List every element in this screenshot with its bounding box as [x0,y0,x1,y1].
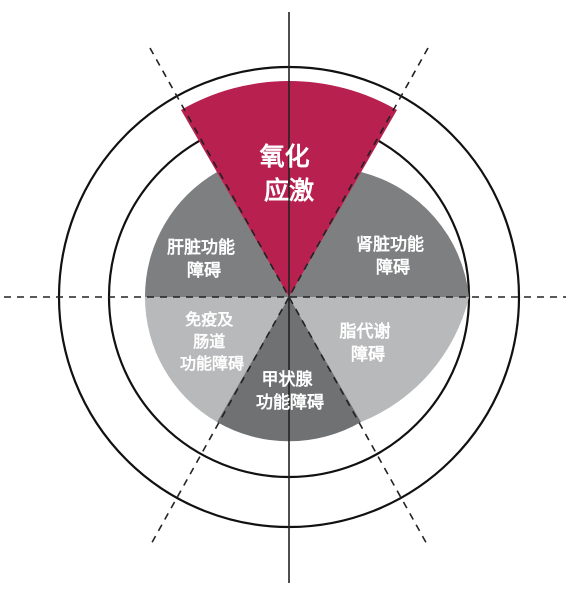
label-thyroid: 甲状腺 功能障碍 [256,369,324,413]
segment-liver [144,172,289,297]
label-kidney: 肾脏功能 障碍 [356,234,430,278]
segment-metabolism [289,297,469,422]
label-immune: 免疫及 肠道 功能障碍 [180,310,244,373]
label-metabolism: 脂代谢 障碍 [340,321,397,365]
diagonal-dashed-line-1 [149,47,429,547]
segment-kidney [289,172,469,297]
segment-immune [144,297,289,422]
label-oxidative-stress: 氧化 应激 [259,142,319,205]
label-liver: 肝脏功能 障碍 [167,237,241,281]
diagonal-dashed-line-2 [149,47,429,547]
